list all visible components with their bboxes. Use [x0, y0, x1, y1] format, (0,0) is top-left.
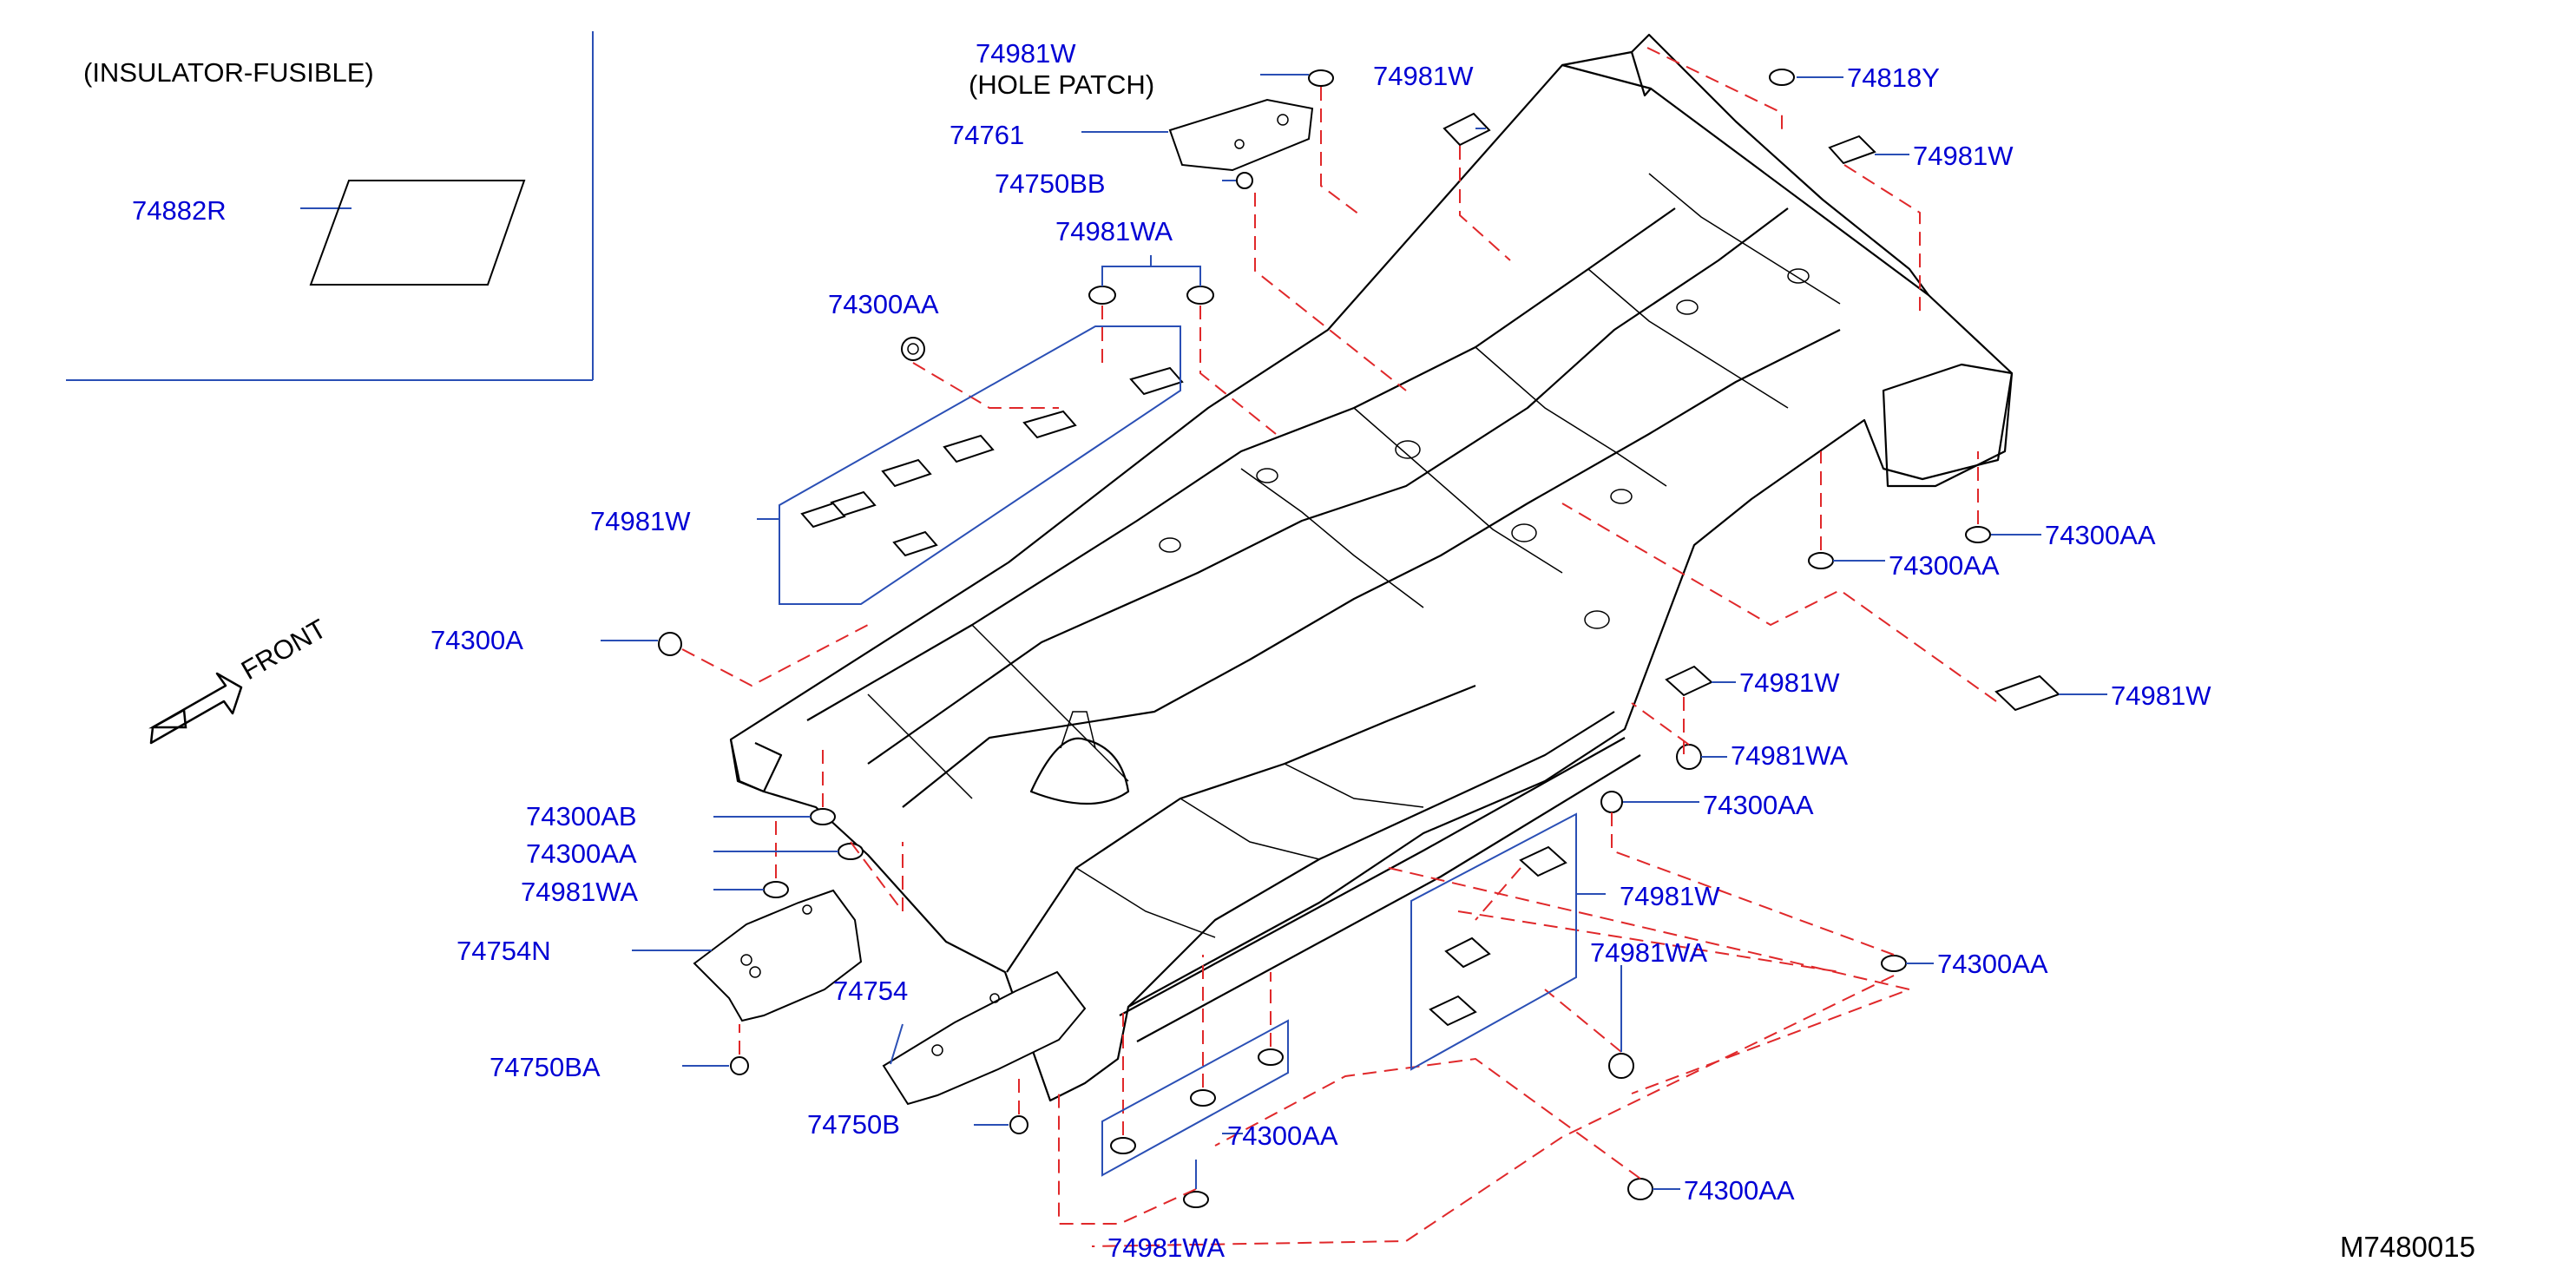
callout-w-far-right[interactable]: 74981W: [2111, 680, 2211, 711]
diagram-code: M7480015: [2340, 1231, 2475, 1263]
callout-wa-left-mid[interactable]: 74981WA: [521, 877, 638, 907]
callout-ab-left[interactable]: 74300AB: [526, 801, 637, 831]
inset-part-label[interactable]: 74882R: [132, 195, 227, 226]
callout-wa-top[interactable]: 74981WA: [1055, 216, 1173, 246]
callout-aa-bottom-group[interactable]: 74300AA: [1227, 1120, 1338, 1151]
callout-74818y[interactable]: 74818Y: [1847, 62, 1940, 93]
heat-insulator-74754n-icon[interactable]: [693, 889, 863, 1022]
callout-aa-right-2[interactable]: 74300AA: [1889, 550, 2000, 581]
callout-aa-right-low[interactable]: 74300AA: [1937, 949, 2048, 979]
leader-lines: [601, 74, 2107, 1190]
small-parts: [658, 69, 2060, 1208]
callout-hole-patch-num[interactable]: 74981W: [976, 38, 1076, 69]
callout-w-left-group[interactable]: 74981W: [590, 506, 691, 536]
callout-wa-mid-right[interactable]: 74981WA: [1731, 740, 1848, 771]
callout-74750ba[interactable]: 74750BA: [490, 1052, 601, 1082]
callout-74754[interactable]: 74754: [833, 976, 908, 1006]
callout-aa-left-mid[interactable]: 74300AA: [526, 838, 637, 869]
callout-wa-bottom[interactable]: 74981WA: [1107, 1232, 1225, 1263]
floor-pan-outline: [729, 33, 2014, 1102]
front-direction-indicator: FRONT: [148, 613, 332, 745]
front-label: FRONT: [236, 613, 332, 686]
front-arrow-icon: [149, 672, 243, 745]
callout-aa-left-top[interactable]: 74300AA: [828, 289, 939, 319]
plug-74300a-icon[interactable]: [658, 632, 682, 656]
callout-74750bb[interactable]: 74750BB: [995, 168, 1106, 199]
callout-aa-bottom-right[interactable]: 74300AA: [1684, 1175, 1795, 1206]
callout-w-mid-right[interactable]: 74981W: [1739, 667, 1840, 698]
callout-top-w-1[interactable]: 74981W: [1373, 61, 1474, 91]
callout-right-w-top[interactable]: 74981W: [1913, 141, 2014, 171]
callout-74300a[interactable]: 74300A: [430, 625, 523, 655]
shift-boot-icon: [1029, 737, 1130, 805]
fusible-insulator-sheet-icon: [309, 180, 526, 286]
position-indicators: [681, 47, 1997, 1247]
callout-74754n[interactable]: 74754N: [457, 936, 551, 966]
hole-patch-disc-icon[interactable]: [1308, 69, 1334, 87]
callout-74750b[interactable]: 74750B: [807, 1109, 900, 1140]
callout-aa-right-1[interactable]: 74300AA: [2045, 520, 2156, 550]
callout-74761[interactable]: 74761: [950, 120, 1024, 150]
callout-wa-right-low[interactable]: 74981WA: [1590, 937, 1707, 968]
callout-aa-mid-right[interactable]: 74300AA: [1703, 790, 1814, 820]
heat-insulator-74761-icon[interactable]: [1168, 98, 1314, 172]
callout-labels: 74981W (HOLE PATCH) 74981W 74818Y 74981W…: [430, 38, 2475, 1263]
heat-insulator-74754-icon[interactable]: [882, 970, 1087, 1106]
callout-w-right-group[interactable]: 74981W: [1620, 881, 1720, 911]
callout-hole-patch-text: (HOLE PATCH): [969, 69, 1154, 100]
plug-74300aa-top-icon[interactable]: [901, 337, 925, 361]
inset-title: (INSULATOR-FUSIBLE): [83, 57, 374, 88]
clip-74750bb-icon[interactable]: [1236, 172, 1253, 189]
inset-panel: (INSULATOR-FUSIBLE) 74882R: [66, 31, 594, 381]
